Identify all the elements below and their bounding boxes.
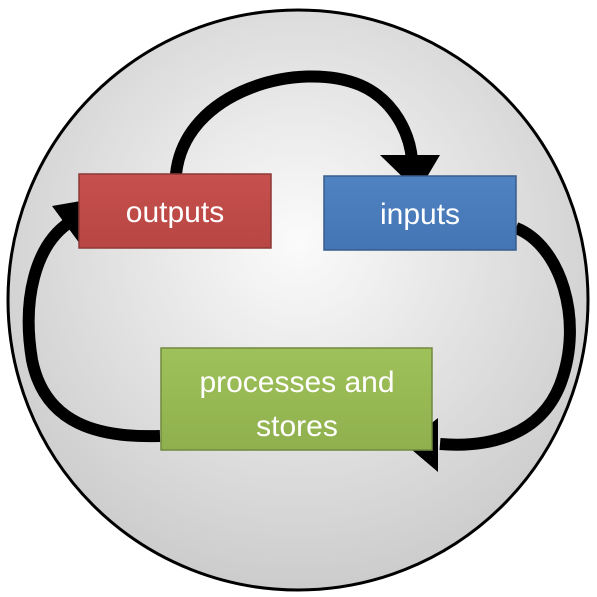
processes-box <box>160 347 433 451</box>
arrow-processes-to-outputs <box>22 216 161 443</box>
outputs-box <box>78 173 272 249</box>
arrowhead-inputs <box>380 155 440 192</box>
node-inputs: inputs <box>323 175 517 251</box>
processes-label-line1: processes and <box>199 366 394 399</box>
arrow-inputs-to-processes <box>439 222 576 451</box>
background-circle <box>6 8 590 592</box>
processes-label-line2: stores <box>256 410 338 443</box>
node-outputs: outputs <box>78 173 272 249</box>
node-processes-and-stores: processes and stores <box>160 347 433 451</box>
inputs-label: inputs <box>380 198 460 231</box>
inputs-box <box>323 175 517 251</box>
arrow-outputs-to-inputs <box>170 70 418 175</box>
outputs-label: outputs <box>126 196 224 229</box>
